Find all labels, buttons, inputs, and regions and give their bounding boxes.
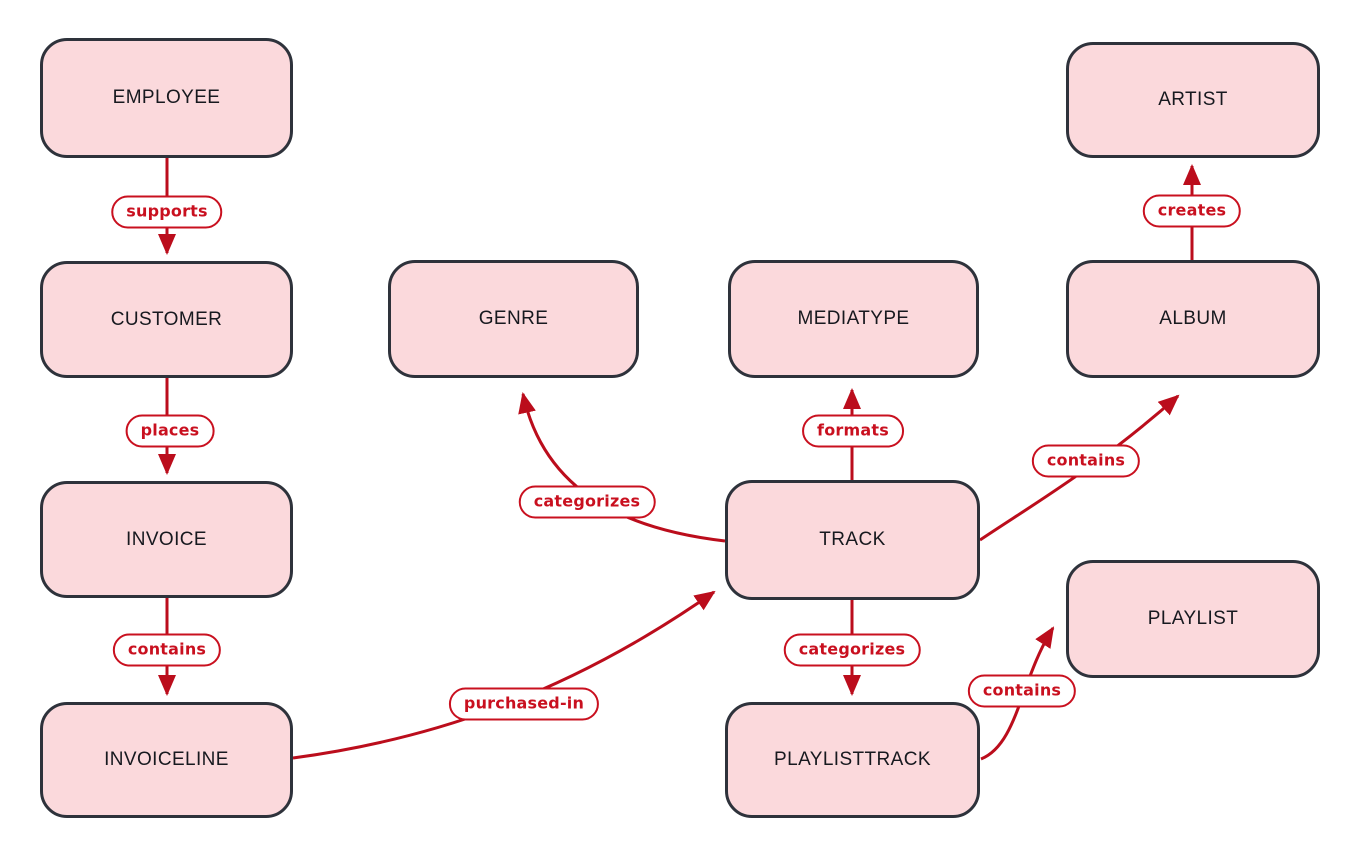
edge-arrow-categorizes-genre [518, 392, 726, 543]
edge-label-creates: creates [1142, 194, 1242, 228]
edge-label-contains-invoiceline: contains [112, 633, 222, 667]
node-mediatype: MEDIATYPE [728, 260, 979, 378]
node-playlist: PLAYLIST [1066, 560, 1320, 678]
node-invoice: INVOICE [40, 481, 293, 598]
edge-label-categorizes-genre: categorizes [518, 485, 656, 519]
edge-arrow-contains-album [979, 394, 1180, 542]
edge-label-places: places [125, 414, 215, 448]
edge-arrow-purchased-in [292, 590, 716, 760]
edge-label-purchased-in: purchased-in [448, 687, 600, 721]
node-track: TRACK [725, 480, 980, 600]
edge-label-formats: formats [802, 414, 904, 448]
edge-label-categorizes-playlisttrack: categorizes [783, 633, 921, 667]
node-artist: ARTIST [1066, 42, 1320, 158]
node-customer: CUSTOMER [40, 261, 293, 378]
node-invoiceline: INVOICELINE [40, 702, 293, 818]
node-playlisttrack: PLAYLISTTRACK [725, 702, 980, 818]
node-genre: GENRE [388, 260, 639, 378]
node-album: ALBUM [1066, 260, 1320, 378]
edge-label-supports: supports [111, 195, 223, 229]
edge-label-contains-playlist: contains [967, 674, 1077, 708]
node-employee: EMPLOYEE [40, 38, 293, 158]
edge-label-contains-album: contains [1031, 444, 1141, 478]
